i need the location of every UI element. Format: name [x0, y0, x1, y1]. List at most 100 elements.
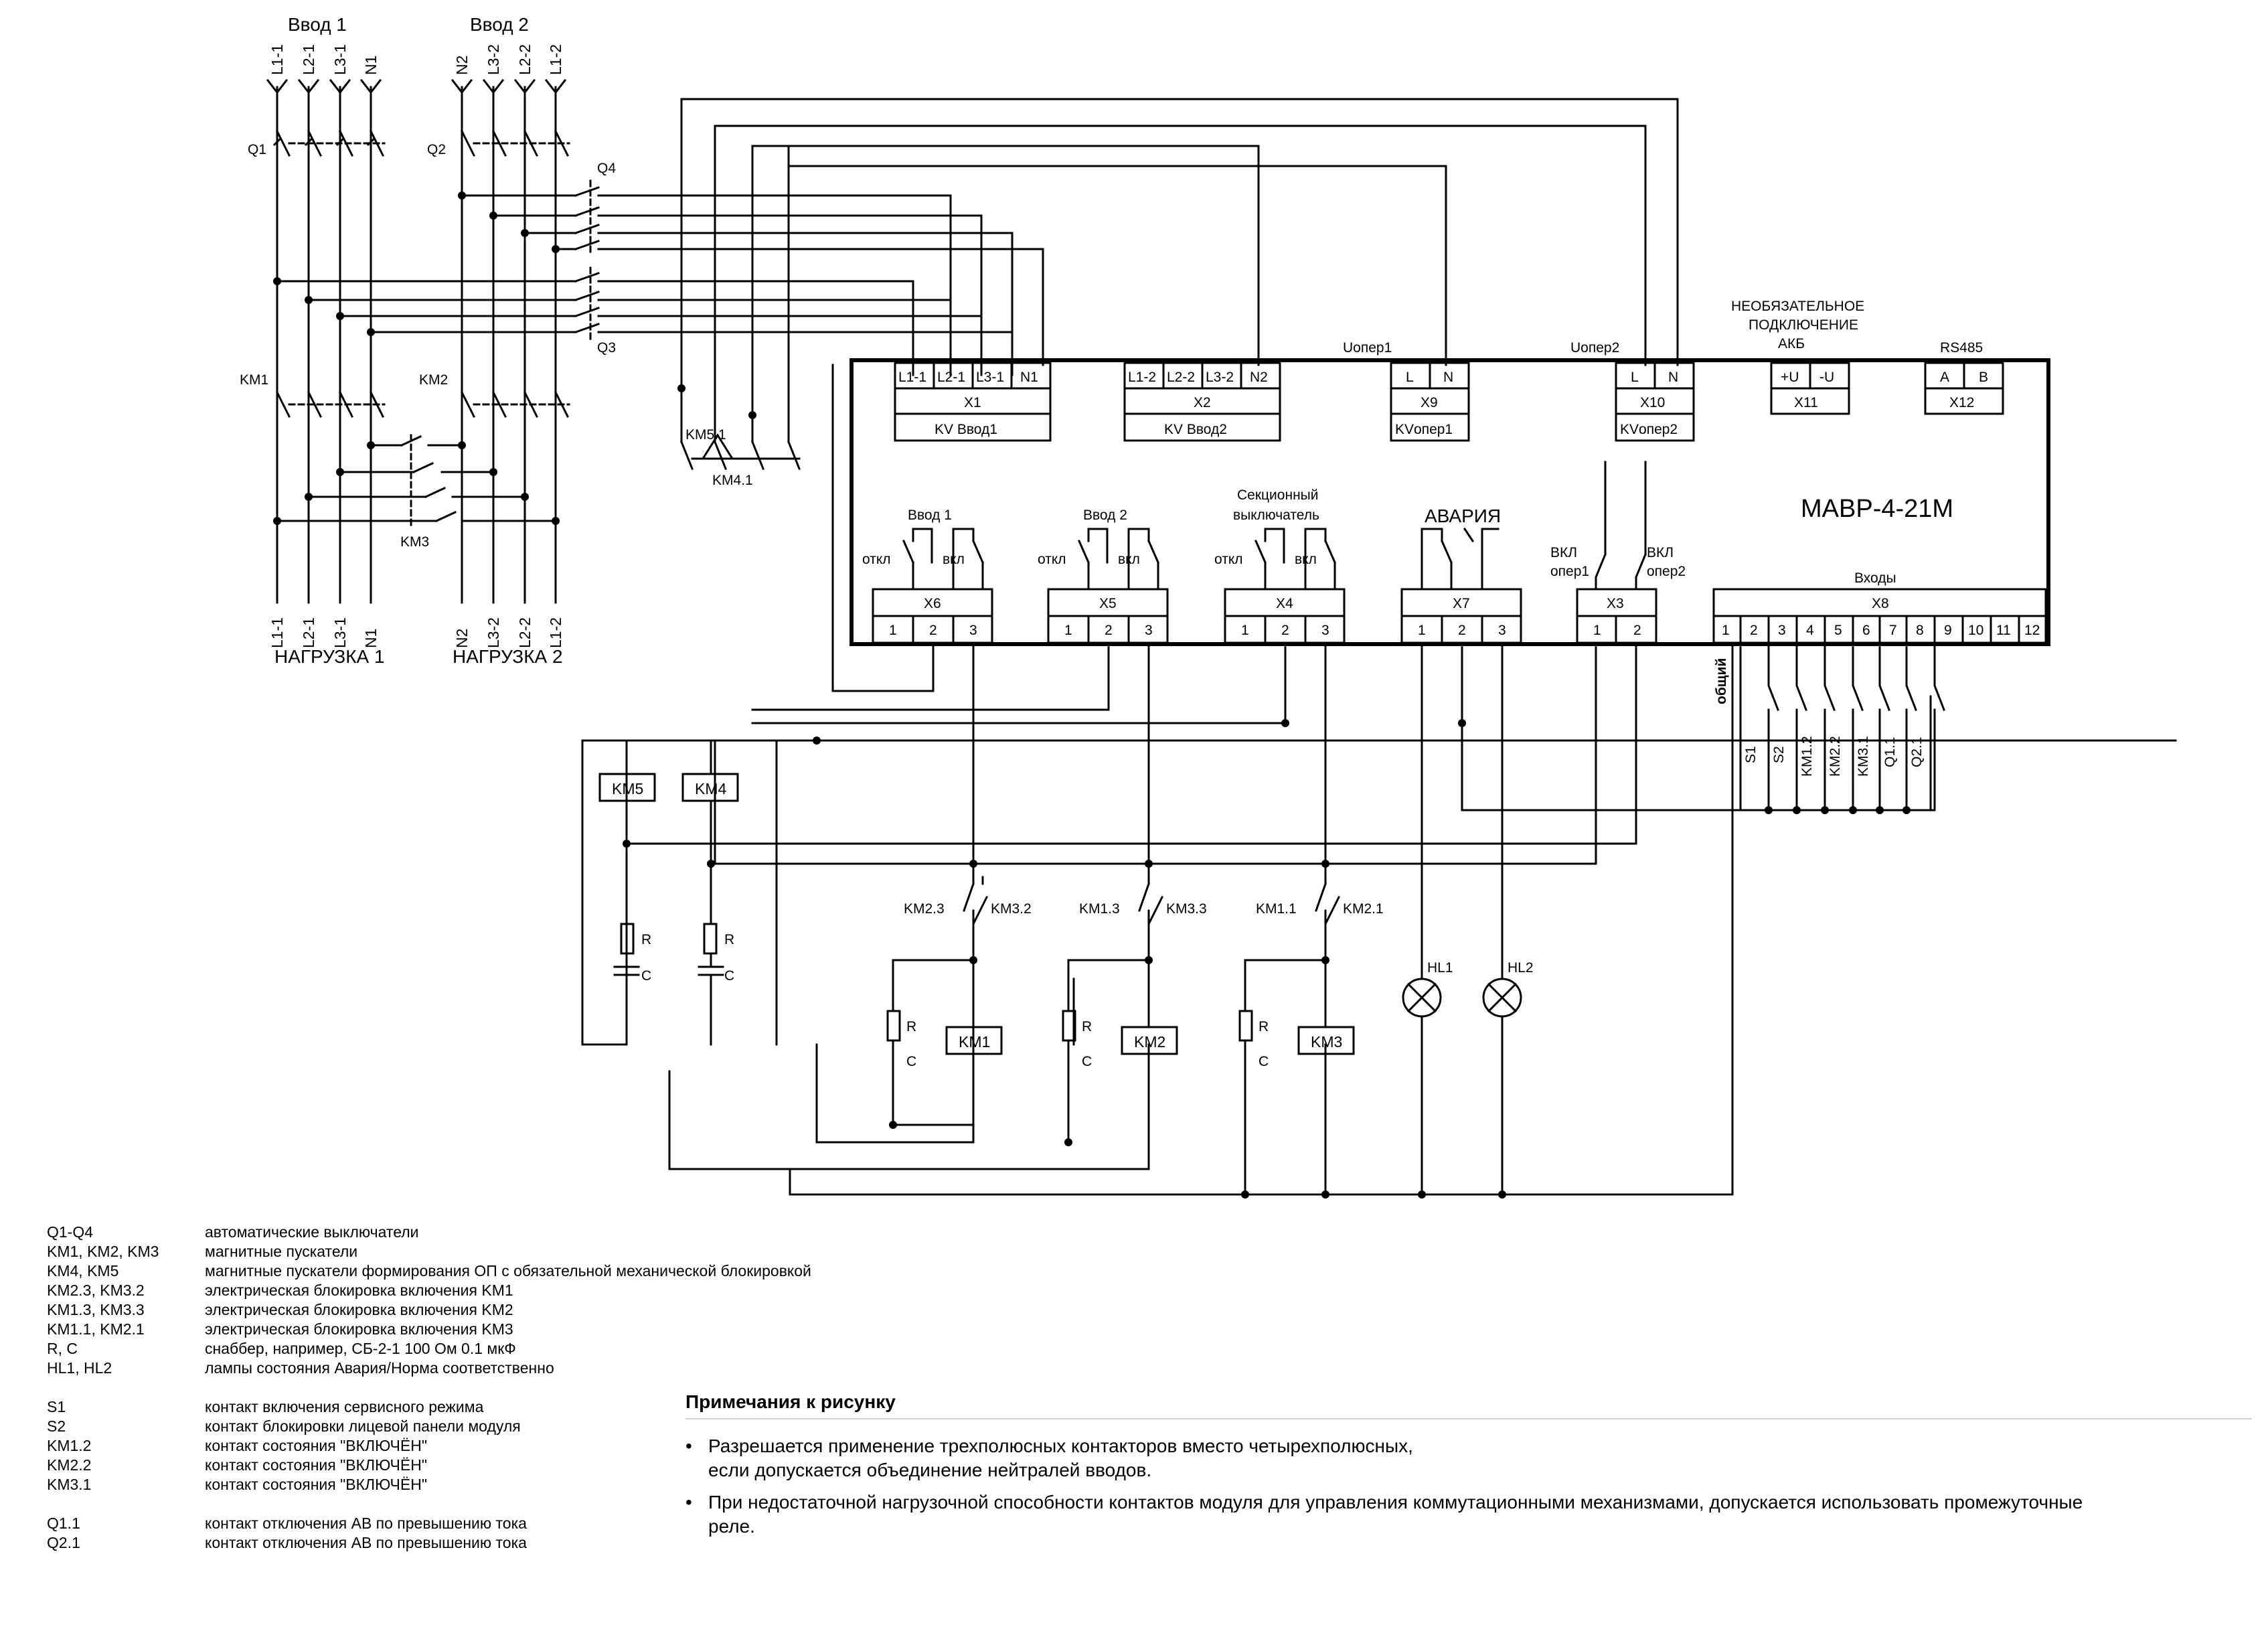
- x12-terminal: [1924, 362, 2004, 415]
- legend-code: KM3.1: [47, 1476, 92, 1493]
- interlock-km1-1: KM1.1: [1256, 901, 1297, 917]
- input2-lines: [451, 78, 567, 604]
- x1-pin-2: L2-1: [937, 370, 965, 385]
- km4-km5-mech-interlock: [701, 433, 734, 460]
- x7-title: АВАРИЯ: [1425, 506, 1501, 526]
- km4-1-label: KM4.1: [712, 473, 753, 488]
- legend-desc: автоматические выключатели: [205, 1223, 419, 1241]
- note-2-line-1: При недостаточной нагрузочной способност…: [708, 1492, 2083, 1513]
- x9-pin-n: N: [1443, 370, 1453, 385]
- km4-km5-feeders: [680, 98, 1447, 470]
- legend-code: R, C: [47, 1340, 78, 1357]
- x2-pin-4: N2: [1250, 370, 1268, 385]
- km1-coil-circuit: [886, 862, 1003, 1126]
- vvod2-line-3: L2-2: [516, 44, 534, 75]
- legend-code: S2: [47, 1417, 66, 1435]
- x2-terminal: [1123, 362, 1281, 442]
- x9-terminal: [1390, 362, 1470, 442]
- vvod1-title: Ввод 1: [288, 14, 347, 35]
- c-label-km5: C: [641, 968, 651, 984]
- legend-code: Q1-Q4: [47, 1223, 94, 1241]
- x11-pin-minus: -U: [1819, 370, 1834, 385]
- notes: Примечания к рисунку • Разрешается приме…: [685, 1391, 2252, 1547]
- legend-desc: контакт включения сервисного режима: [205, 1398, 484, 1415]
- x1-pin-3: L3-1: [976, 370, 1004, 385]
- hl1-lamp: [1402, 978, 1442, 1018]
- x3-terminal: [1576, 588, 1657, 644]
- module-title: МАВР-4-21М: [1801, 495, 1953, 523]
- c-label-km1: C: [906, 1054, 916, 1069]
- x6-terminal: [872, 588, 993, 644]
- x2-label: KV Ввод2: [1164, 422, 1227, 437]
- legend-code: Q2.1: [47, 1534, 80, 1551]
- legend-code: KM1.1, KM2.1: [47, 1320, 145, 1338]
- legend-row: Q1-Q4 автоматические выключатели: [47, 1223, 811, 1242]
- x4-title-1: Секционный: [1237, 487, 1319, 503]
- x4-on: вкл: [1295, 552, 1317, 567]
- legend-code: S1: [47, 1398, 66, 1415]
- x10-label: KVопер2: [1620, 422, 1678, 437]
- c-label-km3: C: [1259, 1054, 1269, 1069]
- x6-pin-2: 2: [929, 623, 937, 638]
- x5-pin-3: 3: [1145, 623, 1153, 638]
- note-2-line-2: реле.: [708, 1516, 755, 1537]
- x10-pin-n: N: [1668, 370, 1678, 385]
- x1-pin-1: L1-1: [898, 370, 926, 385]
- km2-contactor: [460, 390, 570, 418]
- junction-dots: [273, 191, 1911, 1198]
- x4-pin-2: 2: [1281, 623, 1289, 638]
- x8-pin-9: 9: [1944, 623, 1952, 638]
- x8-pin-5: 5: [1834, 623, 1842, 638]
- vvod1-line-2: L2-1: [300, 44, 317, 75]
- legend-desc: контакт отключения АВ по превышению тока: [205, 1515, 527, 1532]
- c-label-km2: C: [1082, 1054, 1092, 1069]
- load1-line-3: L3-1: [331, 617, 349, 648]
- km4-km5-coils: [598, 739, 739, 1046]
- c-label-km4: C: [724, 968, 734, 984]
- km3-coil-circuit: [1238, 862, 1355, 1170]
- r-label-km3: R: [1259, 1019, 1269, 1034]
- x3-right-1: ВКЛ: [1647, 545, 1674, 560]
- x10-name: X10: [1640, 395, 1665, 410]
- x9-name: X9: [1421, 395, 1438, 410]
- note-text: При недостаточной нагрузочной способност…: [708, 1490, 2083, 1539]
- legend-desc: контакт отключения АВ по превышению тока: [205, 1534, 527, 1551]
- note-1-line-2: если допускается объединение нейтралей в…: [708, 1460, 1152, 1480]
- load1-title: НАГРУЗКА 1: [274, 646, 385, 667]
- hl2-lamp: [1482, 978, 1522, 1018]
- akb-note-1: НЕОБЯЗАТЕЛЬНОЕ: [1731, 299, 1864, 314]
- x8-contact-q2-1: Q2.1: [1909, 737, 1925, 767]
- x11-pin-plus: +U: [1781, 370, 1799, 385]
- x11-name: X11: [1794, 395, 1818, 410]
- r-label-km5: R: [641, 932, 651, 947]
- x5-on: вкл: [1118, 552, 1140, 567]
- x4-pin-1: 1: [1241, 623, 1249, 638]
- x4-off: откл: [1214, 552, 1243, 567]
- vvod2-line-2: L3-2: [485, 44, 502, 75]
- x8-pin-3: 3: [1778, 623, 1786, 638]
- x8-pin-12: 12: [2024, 623, 2040, 638]
- x3-left-1: ВКЛ: [1550, 545, 1577, 560]
- x4-title-2: выключатель: [1233, 508, 1319, 523]
- wiring-diagram: Ввод 1 Ввод 2 L1-1 L2-1 L3-1 N1 N2 L3-2 …: [240, 14, 2177, 1198]
- km1-coil-label: KM1: [959, 1033, 990, 1051]
- legend-desc: электрическая блокировка включения KM2: [205, 1301, 513, 1318]
- q2-label: Q2: [427, 142, 446, 157]
- r-label-km2: R: [1082, 1019, 1092, 1034]
- x8-pin-10: 10: [1968, 623, 1983, 638]
- x7-pin-3: 3: [1498, 623, 1506, 638]
- x8-title: Входы: [1854, 570, 1896, 586]
- r-label-km1: R: [906, 1019, 916, 1034]
- legend-desc: лампы состояния Авария/Норма соответстве…: [205, 1359, 554, 1377]
- x6-name: X6: [924, 596, 941, 611]
- x6-title: Ввод 1: [908, 508, 952, 523]
- legend-desc: контакт состояния "ВКЛЮЧЁН": [205, 1437, 428, 1454]
- x8-contact-q1-1: Q1.1: [1882, 737, 1898, 767]
- q4-label: Q4: [597, 161, 616, 176]
